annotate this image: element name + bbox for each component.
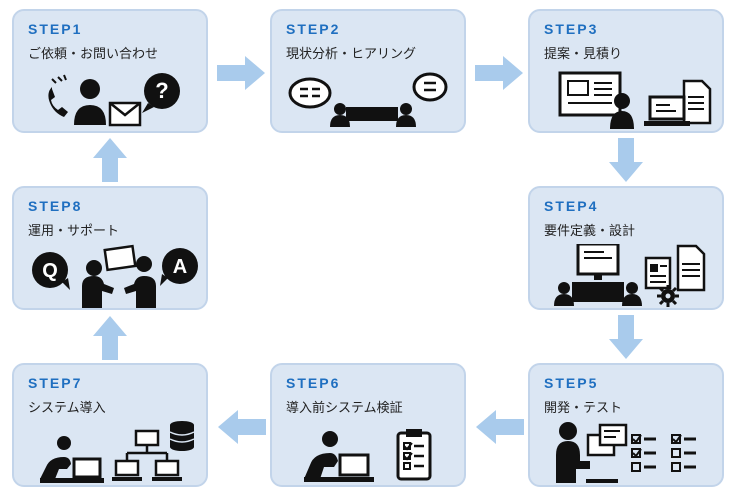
support-icon: Q A [22,244,202,308]
arrow-up-8-1 [93,138,127,182]
step-number: STEP2 [286,21,341,37]
step-title: 開発・テスト [544,401,623,416]
arrow-up-7-8 [93,316,127,360]
step-card-5: STEP5 開発・テスト [528,363,724,487]
development-icon [538,421,718,485]
step-title: 提案・見積り [544,47,623,62]
hearing-icon [280,67,460,131]
arrow-down-3-4 [609,138,643,182]
installation-icon [22,421,202,485]
design-icon [538,244,718,308]
question-mark: ? [155,78,168,103]
arrow-left-5-6 [474,410,524,444]
step-card-6: STEP6 導入前システム検証 [270,363,466,487]
step-title: 要件定義・設計 [544,224,636,239]
step-number: STEP6 [286,375,341,391]
step-number: STEP8 [28,198,83,214]
step-number: STEP1 [28,21,83,37]
proposal-icon [538,67,718,131]
step-title: ご依頼・お問い合わせ [28,47,159,62]
arrow-right-1-2 [217,56,267,90]
step-title: 運用・サポート [28,224,120,239]
q-letter: Q [42,260,58,282]
step-number: STEP7 [28,375,83,391]
step-card-4: STEP4 要件定義・設計 [528,186,724,310]
step-number: STEP5 [544,375,599,391]
a-letter: A [173,256,187,278]
arrow-left-6-7 [216,410,266,444]
step-number: STEP4 [544,198,599,214]
inquiry-icon: ? [22,67,202,131]
step-card-1: STEP1 ご依頼・お問い合わせ ? [12,9,208,133]
step-card-8: STEP8 運用・サポート Q A [12,186,208,310]
step-card-2: STEP2 現状分析・ヒアリング [270,9,466,133]
step-number: STEP3 [544,21,599,37]
arrow-down-4-5 [609,315,643,359]
step-title: システム導入 [28,401,106,416]
verification-icon [280,421,460,485]
arrow-right-2-3 [475,56,525,90]
step-card-3: STEP3 提案・見積り [528,9,724,133]
step-card-7: STEP7 システム導入 [12,363,208,487]
step-title: 導入前システム検証 [286,401,403,416]
step-title: 現状分析・ヒアリング [286,47,417,62]
